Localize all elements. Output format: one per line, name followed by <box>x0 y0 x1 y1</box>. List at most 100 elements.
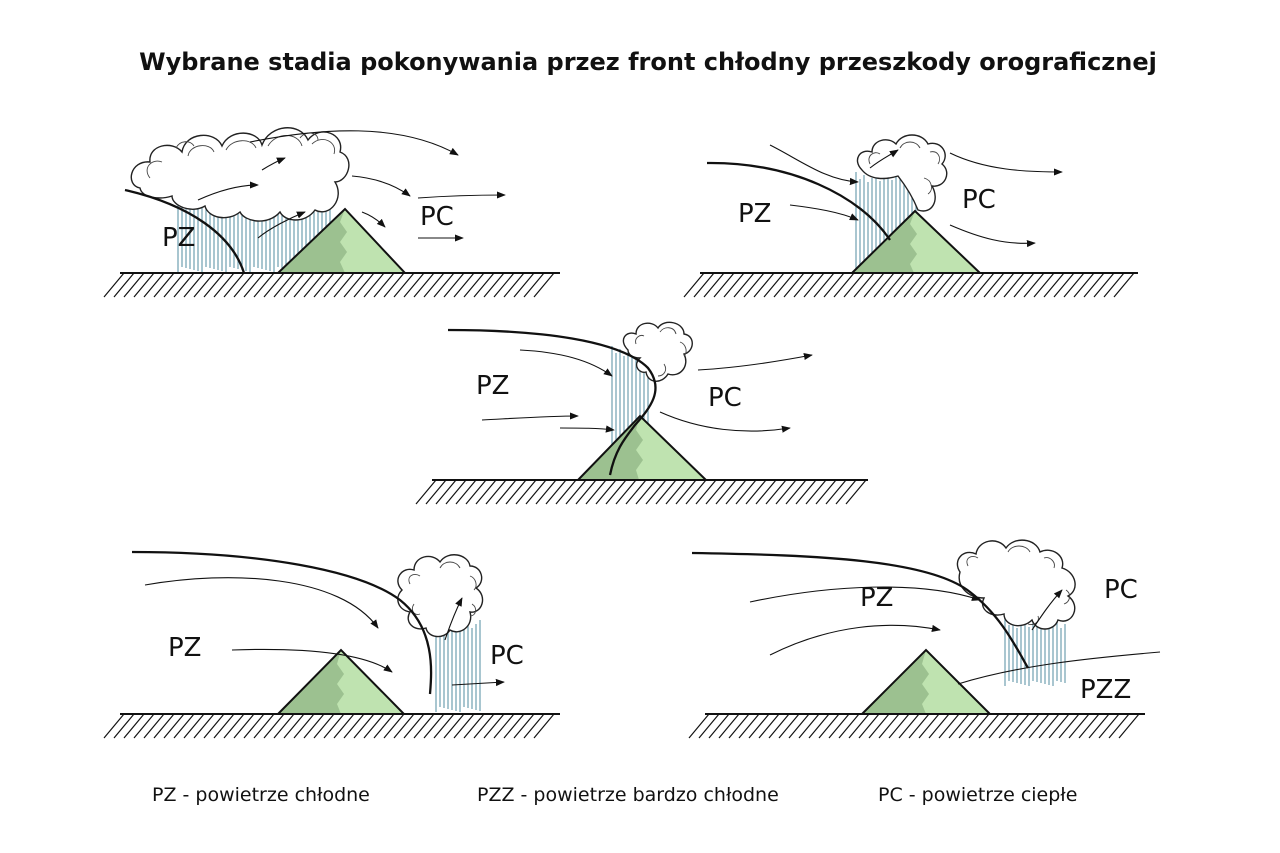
cold-front-line <box>124 188 246 274</box>
hatch-stroke <box>858 713 880 739</box>
hatch-stroke <box>768 713 790 739</box>
hatch-stroke <box>978 713 1000 739</box>
hatch-stroke <box>883 272 905 298</box>
hatch-stroke <box>938 713 960 739</box>
hatch-stroke <box>1073 272 1095 298</box>
airflow-arrow <box>869 149 899 169</box>
hatch-stroke <box>403 272 425 298</box>
hatch-stroke <box>893 272 915 298</box>
hatch-stroke <box>353 713 375 739</box>
hatch-stroke <box>575 479 597 505</box>
airflow-arrow <box>257 211 306 239</box>
very-cold-air-boundary <box>957 651 1161 685</box>
hatch-stroke <box>793 272 815 298</box>
hatch-stroke <box>163 272 185 298</box>
label-cold-air: PZ <box>168 633 202 663</box>
hatch-stroke <box>843 272 865 298</box>
hatch-stroke <box>483 713 505 739</box>
hatch-stroke <box>1023 272 1045 298</box>
hatch-stroke <box>1033 272 1055 298</box>
airflow-arrow <box>197 181 259 201</box>
hatch-stroke <box>1108 713 1130 739</box>
hatch-stroke <box>675 479 697 505</box>
hatch-stroke <box>1018 713 1040 739</box>
hatch-stroke <box>233 713 255 739</box>
airflow-arrow <box>559 425 615 433</box>
mountain <box>275 648 407 715</box>
hatch-stroke <box>435 479 457 505</box>
hatch-stroke <box>813 272 835 298</box>
hatch-stroke <box>963 272 985 298</box>
hatch-stroke <box>445 479 467 505</box>
airflow-arrow <box>231 648 393 673</box>
hatch-stroke <box>765 479 787 505</box>
hatch-stroke <box>403 713 425 739</box>
hatch-stroke <box>718 713 740 739</box>
mountain <box>575 414 709 481</box>
ground-hatching <box>415 479 867 505</box>
cloud <box>956 539 1076 630</box>
airflow-arrow <box>361 211 386 228</box>
hatch-stroke <box>193 272 215 298</box>
panel-stage-2: PZ PC <box>683 134 1138 298</box>
hatch-stroke <box>1008 713 1030 739</box>
hatch-stroke <box>273 713 295 739</box>
hatch-stroke <box>1093 272 1115 298</box>
hatch-stroke <box>413 713 435 739</box>
hatch-stroke <box>688 713 710 739</box>
hatch-stroke <box>1028 713 1050 739</box>
hatch-stroke <box>1058 713 1080 739</box>
hatch-stroke <box>533 272 555 298</box>
hatch-stroke <box>443 272 465 298</box>
hatch-stroke <box>823 272 845 298</box>
cloud <box>397 554 484 638</box>
hatch-stroke <box>103 272 125 298</box>
cloud <box>856 134 948 212</box>
label-warm-air: PC <box>708 383 742 413</box>
hatch-stroke <box>535 479 557 505</box>
hatch-stroke <box>615 479 637 505</box>
hatch-stroke <box>463 272 485 298</box>
hatch-stroke <box>373 713 395 739</box>
airflow-arrow <box>249 130 459 156</box>
airflow-arrow <box>444 597 463 641</box>
hatch-stroke <box>303 713 325 739</box>
label-very-cold-air: PZZ <box>1080 675 1131 705</box>
airflow-arrow <box>144 577 379 629</box>
ground-hatching <box>683 272 1135 298</box>
ground-hatching <box>688 713 1140 739</box>
hatch-stroke <box>503 272 525 298</box>
hatch-stroke <box>143 272 165 298</box>
hatch-stroke <box>863 272 885 298</box>
cold-front-line <box>131 550 433 695</box>
cold-front-line <box>447 328 657 476</box>
hatch-stroke <box>473 713 495 739</box>
airflow-arrow <box>261 157 286 171</box>
hatch-stroke <box>645 479 667 505</box>
hatch-stroke <box>323 272 345 298</box>
hatch-stroke <box>513 713 535 739</box>
hatch-stroke <box>908 713 930 739</box>
hatch-stroke <box>748 713 770 739</box>
hatch-stroke <box>485 479 507 505</box>
hatch-stroke <box>343 713 365 739</box>
hatch-stroke <box>698 713 720 739</box>
hatch-stroke <box>848 713 870 739</box>
hatch-stroke <box>313 272 335 298</box>
hatch-stroke <box>143 713 165 739</box>
hatch-stroke <box>1063 272 1085 298</box>
hatch-stroke <box>1098 713 1120 739</box>
airflow-arrow <box>451 678 505 687</box>
hatch-stroke <box>788 713 810 739</box>
airflow-arrow <box>417 191 506 199</box>
diagram-title: Wybrane stadia pokonywania przez front c… <box>139 48 1157 76</box>
hatch-stroke <box>595 479 617 505</box>
hatch-stroke <box>183 272 205 298</box>
hatch-stroke <box>708 713 730 739</box>
hatch-stroke <box>493 272 515 298</box>
hatch-stroke <box>758 713 780 739</box>
hatch-stroke <box>873 272 895 298</box>
hatch-stroke <box>1038 713 1060 739</box>
hatch-stroke <box>313 713 335 739</box>
